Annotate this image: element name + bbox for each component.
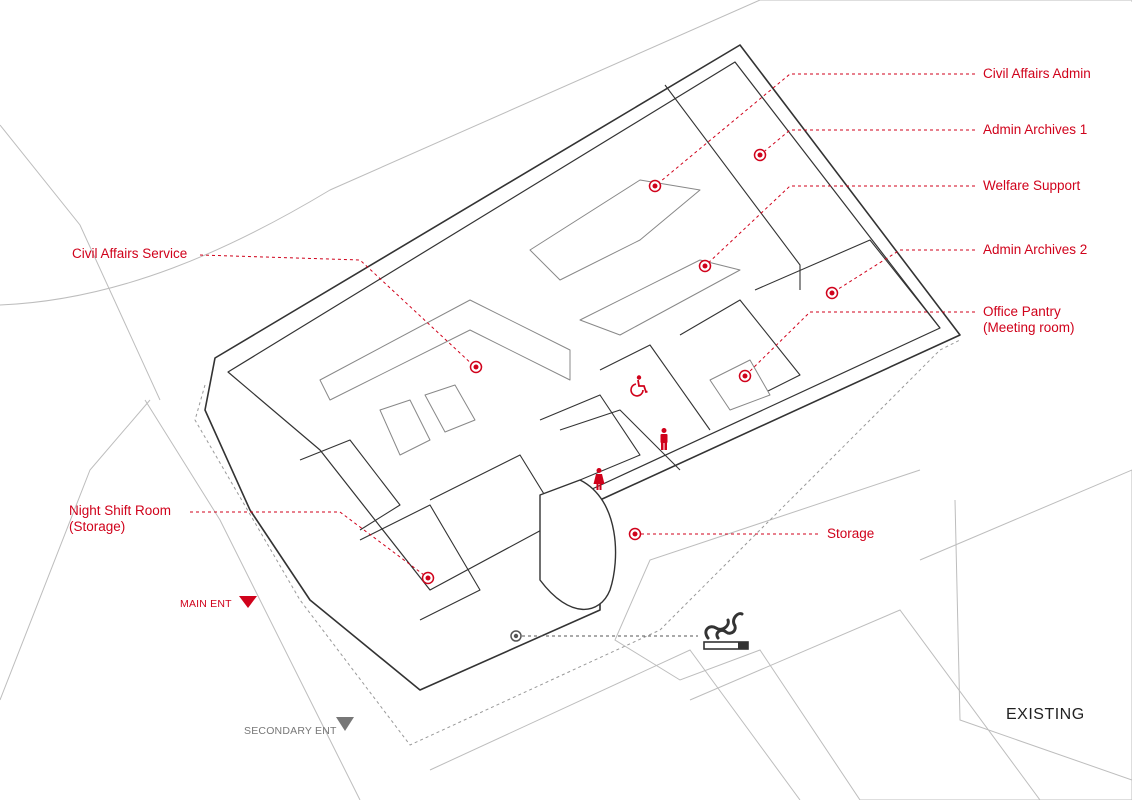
- smoking-area-icon: [703, 612, 749, 650]
- label-civil-affairs-admin: Civil Affairs Admin: [983, 66, 1091, 81]
- wheelchair-icon: [630, 375, 650, 397]
- restroom-male-icon: [660, 428, 668, 450]
- label-civil-affairs-service: Civil Affairs Service: [72, 246, 188, 261]
- label-admin-archives-1: Admin Archives 1: [983, 122, 1088, 137]
- secondary-entrance-marker-icon: [336, 717, 354, 731]
- smoking-leader: [510, 630, 698, 642]
- label-office-pantry-line2: (Meeting room): [983, 320, 1075, 335]
- restroom-female-icon: [593, 468, 605, 490]
- curved-stair-core: [539, 479, 617, 611]
- leader-civil-affairs-service: [199, 254, 476, 368]
- label-welfare-support: Welfare Support: [983, 178, 1081, 193]
- label-storage: Storage: [827, 526, 875, 541]
- annotations: [190, 73, 975, 579]
- leader-civil-affairs-admin: [654, 73, 975, 187]
- label-main-ent: MAIN ENT: [180, 598, 232, 610]
- label-office-pantry-line1: Office Pantry: [983, 304, 1061, 319]
- road-upper: [0, 0, 1132, 306]
- label-secondary-ent: SECONDARY ENT: [244, 725, 337, 737]
- leader-admin-archives-1: [759, 129, 975, 156]
- room-markers: [421, 148, 839, 585]
- label-night-shift-line1: Night Shift Room: [69, 503, 172, 518]
- leader-welfare-support: [704, 185, 975, 267]
- label-admin-archives-2: Admin Archives 2: [983, 242, 1088, 257]
- label-night-shift-line2: (Storage): [69, 519, 126, 534]
- building: [194, 44, 961, 746]
- existing-building: [614, 469, 1132, 800]
- leader-office-pantry: [744, 311, 975, 377]
- label-office-pantry: Office Pantry (Meeting room): [983, 304, 1075, 336]
- main-entrance-marker-icon: [239, 596, 257, 608]
- label-existing: EXISTING: [1006, 706, 1085, 723]
- label-night-shift-room: Night Shift Room (Storage): [69, 503, 171, 535]
- leader-admin-archives-2: [831, 249, 975, 294]
- sidewalk: [194, 339, 961, 746]
- building-shell: [204, 44, 961, 691]
- leader-night-shift: [190, 511, 429, 579]
